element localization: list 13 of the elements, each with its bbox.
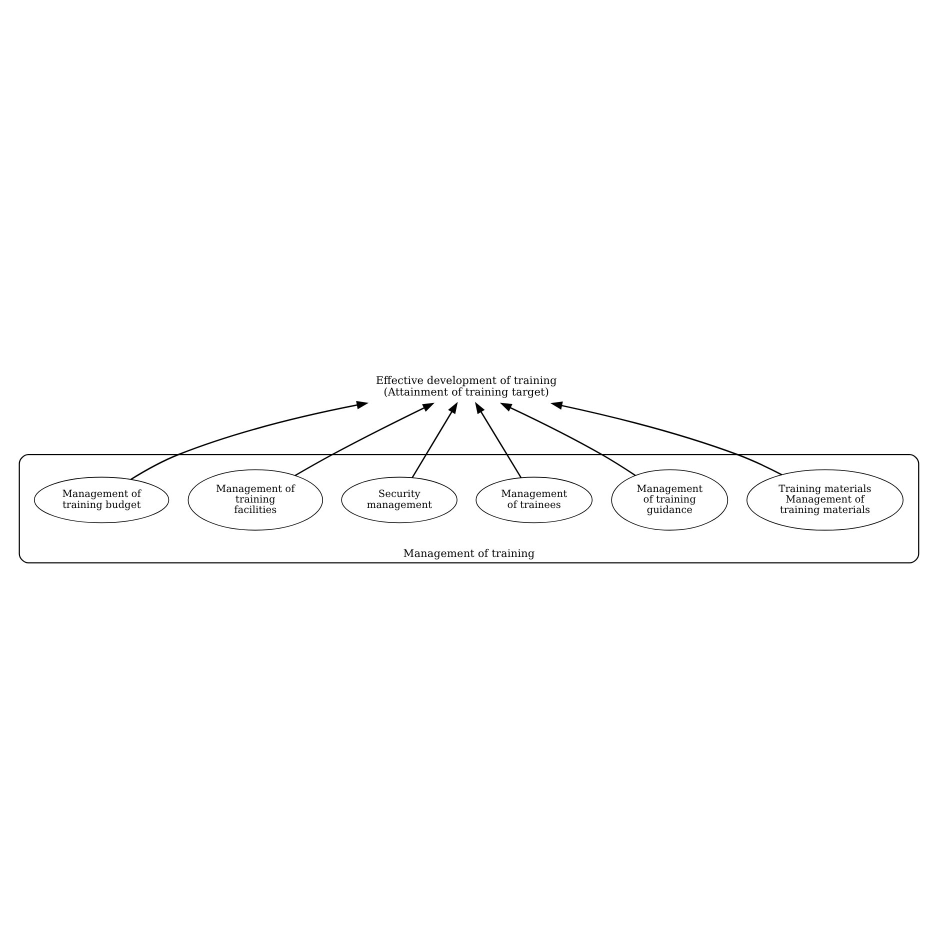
arrow <box>474 401 522 478</box>
node-ellipse: Management of training budget <box>33 476 169 523</box>
node-ellipse: Management of training guidance <box>610 468 728 530</box>
node-text: Effective development of training (Attainment of training target) <box>375 373 556 398</box>
node-ellipse: Security management <box>340 476 457 523</box>
arrow <box>550 401 782 475</box>
node-ellipse: Management of training facilities <box>187 468 322 530</box>
arrow <box>130 400 368 480</box>
arrow <box>411 401 458 478</box>
arrow <box>294 402 434 476</box>
node-ellipse: Training materials Management of training materials <box>746 468 903 530</box>
arrow <box>499 402 636 476</box>
node-ellipse: Management of trainees <box>475 476 592 523</box>
